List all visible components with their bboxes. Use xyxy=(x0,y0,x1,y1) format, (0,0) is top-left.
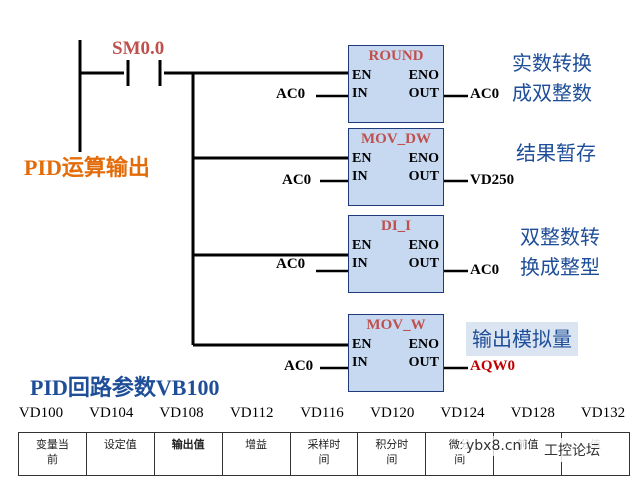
in-operand: AC0 xyxy=(276,86,306,102)
block-title: ROUND xyxy=(368,48,424,64)
out-operand: VD250 xyxy=(470,172,515,188)
block-round: ROUND EN ENO IN OUT xyxy=(348,45,444,123)
en-pin: EN xyxy=(352,337,372,352)
comment-line: 实数转换 xyxy=(512,51,592,75)
cell-line: 间 xyxy=(386,453,398,466)
cell-line: 前 xyxy=(46,453,58,466)
out-operand: AQW0 xyxy=(470,358,515,374)
contact-sm0-0-label: SM0.0 xyxy=(112,38,165,59)
param-cell: 积分时间 xyxy=(357,432,427,476)
in-operand: AC0 xyxy=(276,256,306,272)
cell-line: 增益 xyxy=(245,438,268,451)
in-pin: IN xyxy=(352,86,368,101)
eno-pin: ENO xyxy=(408,238,439,253)
pid-output-label: PID运算输出 xyxy=(24,155,150,180)
cell-line: 间 xyxy=(454,453,466,466)
cell-line: 采样时 xyxy=(307,438,341,451)
block-title: MOV_W xyxy=(366,317,426,333)
block-comment-mov-w: 输出模拟量 xyxy=(466,322,578,356)
in-pin: IN xyxy=(352,355,368,370)
out-pin: OUT xyxy=(408,169,439,184)
in-operand: AC0 xyxy=(284,358,314,374)
in-pin: IN xyxy=(352,169,368,184)
out-pin: OUT xyxy=(408,355,439,370)
eno-pin: ENO xyxy=(408,68,439,83)
cell-line: 变量当 xyxy=(35,438,69,451)
block-comment-di-i: 双整数转 换成整型 xyxy=(520,222,600,282)
out-pin: OUT xyxy=(408,86,439,101)
out-operand: AC0 xyxy=(470,86,500,102)
comment-line: 换成整型 xyxy=(520,255,600,279)
address-label: VD128 xyxy=(510,405,555,421)
param-cell: 采样时间 xyxy=(289,432,359,476)
watermark-url: ybx8.cn xyxy=(462,436,526,456)
address-label: VD116 xyxy=(300,405,344,421)
param-cell: 设定值 xyxy=(85,432,155,476)
in-pin: IN xyxy=(352,256,368,271)
cell-line: 输出值 xyxy=(171,438,205,451)
cell-line: 积分时 xyxy=(375,438,409,451)
cell-line: 设定值 xyxy=(103,438,137,451)
en-pin: EN xyxy=(352,151,372,166)
block-comment-round: 实数转换 成双整数 xyxy=(512,48,592,108)
cell-line: 间 xyxy=(318,453,330,466)
block-title: DI_I xyxy=(380,218,411,234)
address-label: VD112 xyxy=(229,405,274,421)
param-title: PID回路参数VB100 xyxy=(30,375,220,400)
param-cell: 增益 xyxy=(221,432,291,476)
en-pin: EN xyxy=(352,238,372,253)
address-label: VD100 xyxy=(18,405,64,421)
eno-pin: ENO xyxy=(408,337,439,352)
block-mov-dw: MOV_DW EN ENO IN OUT xyxy=(348,128,444,206)
comment-line: 结果暂存 xyxy=(516,141,596,165)
block-title: MOV_DW xyxy=(361,131,431,147)
block-mov-w: MOV_W EN ENO IN OUT xyxy=(348,314,444,392)
address-label: VD120 xyxy=(370,405,415,421)
watermark-forum: 工控论坛 xyxy=(540,438,604,462)
block-comment-mov-dw: 结果暂存 xyxy=(516,138,596,168)
address-label: VD108 xyxy=(159,405,204,421)
block-di-i: DI_I EN ENO IN OUT xyxy=(348,215,444,293)
address-label: VD124 xyxy=(440,405,485,421)
out-pin: OUT xyxy=(408,256,439,271)
comment-line: 成双整数 xyxy=(512,81,592,105)
eno-pin: ENO xyxy=(408,151,439,166)
address-row: VD100 VD104 VD108 VD112 VD116 VD120 VD12… xyxy=(8,405,636,422)
comment-line: 输出模拟量 xyxy=(472,327,572,351)
address-label: VD132 xyxy=(580,405,626,421)
param-cell: 变量当前 xyxy=(18,432,87,476)
in-operand: AC0 xyxy=(282,172,312,188)
param-cell: 输出值 xyxy=(153,432,223,476)
out-operand: AC0 xyxy=(470,262,500,278)
en-pin: EN xyxy=(352,68,372,83)
address-label: VD104 xyxy=(89,405,134,421)
comment-line: 双整数转 xyxy=(520,225,600,249)
